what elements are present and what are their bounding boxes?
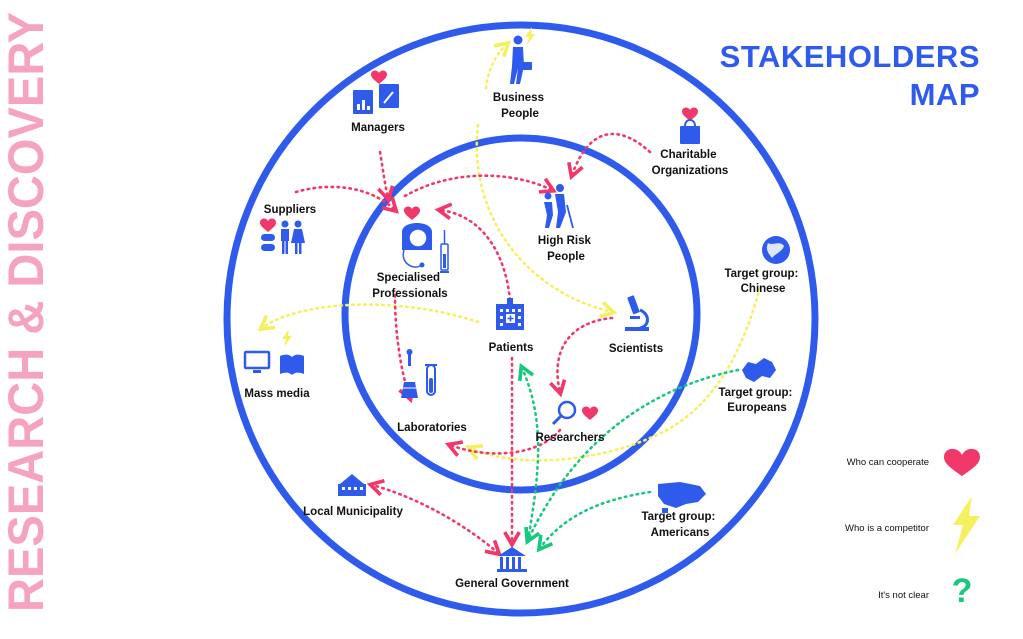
label-mass-media: Mass media [244,388,310,400]
legend-question-icon: ? [952,572,973,610]
gift-bag-icon [680,107,700,144]
microscope-icon [625,295,649,331]
label-specialised: Specialised Professionals [372,272,447,300]
label-laboratories: Laboratories [397,422,467,434]
link-suppliers-to-specialised [294,185,395,210]
outer-ring [223,21,819,617]
usa-map-icon [658,482,706,513]
link-europeans-to-government [528,368,740,540]
link-chinese-to-laboratories [470,286,762,462]
legend-cooperate-label: Who can cooperate [847,457,929,468]
side-title-text: RESEARCH & DISCOVERY [0,12,50,612]
elderly-person-icon [544,184,574,229]
link-charitable-to-highrisk [572,132,652,175]
side-title: RESEARCH & DISCOVERY [0,12,50,612]
label-target-europeans: Target group: Europeans [718,387,795,414]
map-title: STAKEHOLDERS MAP [720,38,980,114]
legend-competitor-label: Who is a competitor [845,523,929,534]
businessman-icon [510,27,535,84]
link-business-up [484,44,507,90]
globe-asia-icon [762,236,790,264]
link-managers-to-specialised [380,150,388,198]
pills-people-icon [260,218,305,254]
link-government-to-municipality [372,485,498,553]
label-target-americans: Target group: Americans [641,511,718,539]
label-high-risk: High Risk People [538,235,594,263]
link-specialised-to-laboratories [393,293,410,398]
lab-flask-icon [401,349,437,398]
label-general-government: General Government [455,578,569,590]
monitor-book-icon [243,329,304,375]
label-target-chinese: Target group: Chinese [724,268,801,295]
link-business-to-scientists [475,123,612,312]
legend-heart-icon [944,448,980,476]
link-scientists-to-researchers [557,316,614,392]
link-americans-to-government [540,490,652,548]
map-title-line-1: STAKEHOLDERS [719,39,980,74]
government-building-icon [497,547,527,572]
inner-ring [341,134,701,494]
label-charitable: Charitable Organizations [652,149,729,177]
label-patients: Patients [489,342,534,354]
link-researchers-to-laboratories [450,428,562,453]
link-patients-to-specialised [440,210,512,302]
hospital-icon [496,298,524,330]
label-researchers: Researchers [535,432,604,444]
label-scientists: Scientists [609,343,663,355]
doctor-icon [402,206,449,273]
municipality-building-icon [338,474,366,496]
legend-lightning-icon [953,496,980,554]
legend: Who can cooperate Who is a competitor It… [845,448,980,610]
label-business-people: Business People [493,92,547,120]
label-managers: Managers [351,122,405,134]
svg-text:?: ? [952,572,973,610]
magnifier-icon [551,400,598,426]
europe-map-icon [742,358,776,382]
legend-unclear-label: It's not clear [878,590,929,601]
map-title-line-2: MAP [909,77,980,112]
document-chart-icon [353,70,399,114]
link-patients-to-massmedia [262,303,480,328]
label-local-municipality: Local Municipality [303,506,403,518]
link-specialised-to-highrisk [403,174,552,198]
link-government-to-patients [522,368,540,542]
label-suppliers: Suppliers [264,204,316,216]
